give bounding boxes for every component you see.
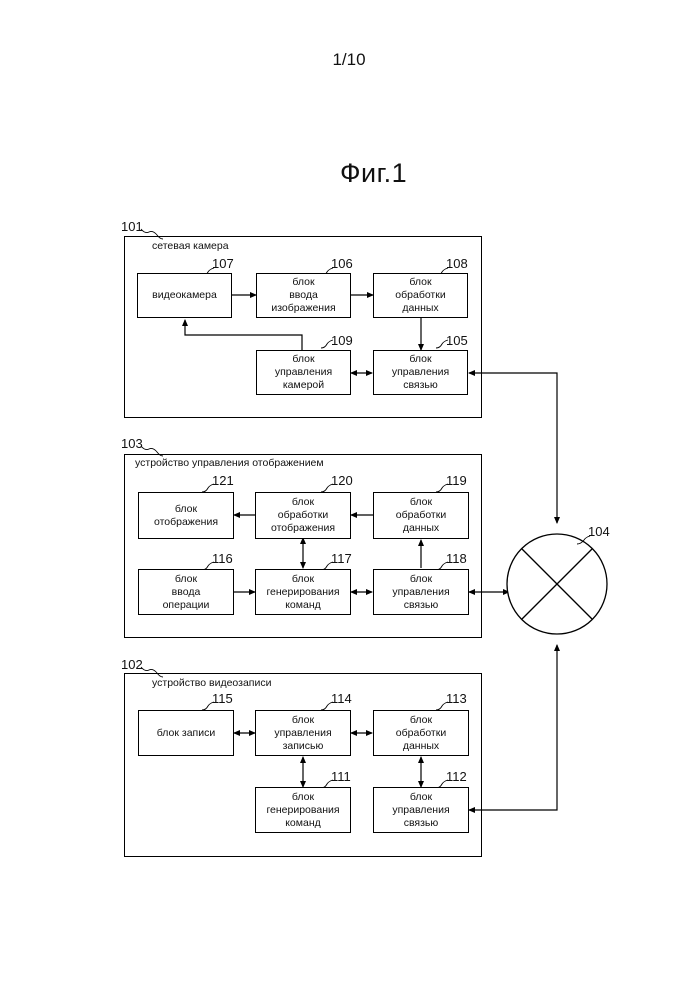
display-group-label: устройство управления отображением [135, 457, 324, 469]
block-command-generation-display: блок генерирования команд [255, 569, 351, 615]
block-display: блок отображения [138, 492, 234, 539]
ref-117: 117 [331, 551, 352, 566]
block-operation-input: блок ввода операции [138, 569, 234, 615]
block-display-processing: блок обработки отображения [255, 492, 351, 539]
ref-103: 103 [121, 436, 143, 451]
block-command-generation-recorder: блок генерирования команд [255, 787, 351, 833]
block-communication-display: блок управления связью [373, 569, 469, 615]
network-node [507, 534, 607, 634]
block-image-input: блок ввода изображения [256, 273, 351, 318]
arrow-105-network [469, 373, 557, 523]
ref-106: 106 [331, 256, 353, 271]
ref-116: 116 [212, 551, 233, 566]
block-data-processing-camera: блок обработки данных [373, 273, 468, 318]
ref-102: 102 [121, 657, 143, 672]
ref-108: 108 [446, 256, 468, 271]
ref-119: 119 [446, 473, 467, 488]
ref-107: 107 [212, 256, 234, 271]
block-recording: блок записи [138, 710, 234, 756]
ref-109: 109 [331, 333, 353, 348]
ref-112: 112 [446, 769, 467, 784]
block-communication-recorder: блок управления связью [373, 787, 469, 833]
camera-group-label: сетевая камера [152, 240, 229, 252]
block-data-processing-display: блок обработки данных [373, 492, 469, 539]
ref-120: 120 [331, 473, 353, 488]
ref-114: 114 [331, 691, 352, 706]
recorder-group-label: устройство видеозаписи [152, 677, 271, 689]
block-camera-control: блок управления камерой [256, 350, 351, 395]
block-data-processing-recorder: блок обработки данных [373, 710, 469, 756]
block-communication-camera: блок управления связью [373, 350, 468, 395]
ref-111: 111 [331, 769, 351, 784]
ref-101: 101 [121, 219, 143, 234]
arrow-112-network [469, 645, 557, 810]
block-recording-control: блок управления записью [255, 710, 351, 756]
ref-113: 113 [446, 691, 467, 706]
ref-115: 115 [212, 691, 233, 706]
ref-104: 104 [588, 524, 610, 539]
block-video-camera: видеокамера [137, 273, 232, 318]
ref-105: 105 [446, 333, 468, 348]
ref-118: 118 [446, 551, 467, 566]
ref-121: 121 [212, 473, 234, 488]
